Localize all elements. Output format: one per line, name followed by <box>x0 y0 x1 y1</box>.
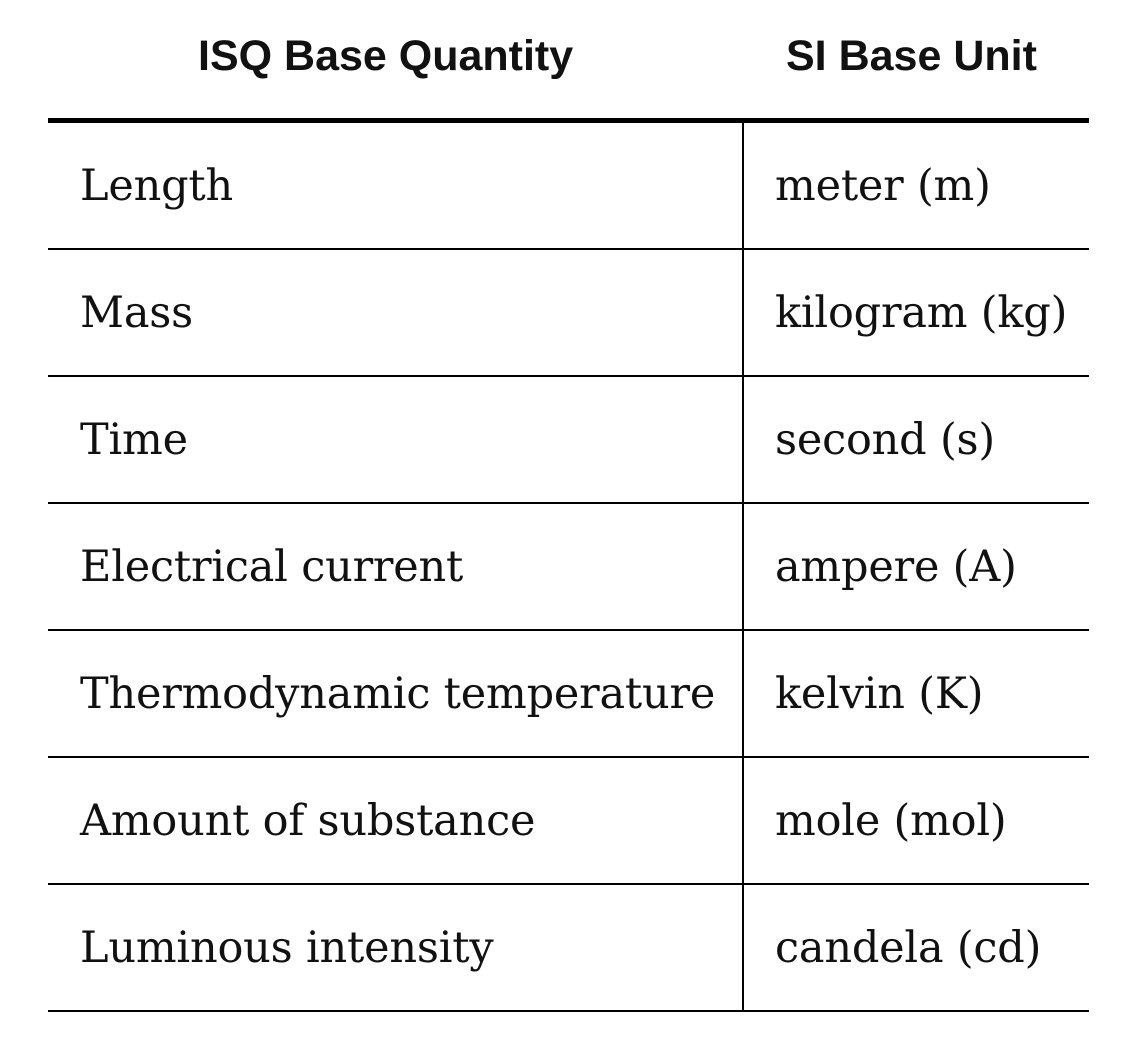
table-row: Length meter (m) <box>48 123 1089 250</box>
table-body: Length meter (m) Mass kilogram (kg) Time… <box>48 123 1089 1012</box>
table-row: Mass kilogram (kg) <box>48 250 1089 377</box>
table-row: Luminous intensity candela (cd) <box>48 885 1089 1012</box>
unit-cell: mole (mol) <box>775 795 1007 846</box>
quantity-cell: Amount of substance <box>80 795 536 846</box>
quantity-cell: Mass <box>80 287 193 338</box>
unit-cell: kelvin (K) <box>775 668 984 719</box>
table-row: Electrical current ampere (A) <box>48 504 1089 631</box>
unit-cell: meter (m) <box>775 160 991 211</box>
unit-cell: kilogram (kg) <box>775 287 1068 338</box>
quantity-cell: Thermodynamic temperature <box>80 668 716 719</box>
quantity-cell: Length <box>80 160 233 211</box>
quantity-cell: Electrical current <box>80 541 464 592</box>
si-base-units-table: ISQ Base Quantity SI Base Unit Length me… <box>48 0 1089 1012</box>
unit-cell: ampere (A) <box>775 541 1017 592</box>
column-divider <box>742 123 744 1012</box>
table-header-row: ISQ Base Quantity SI Base Unit <box>48 0 1089 123</box>
unit-cell: candela (cd) <box>775 922 1042 973</box>
table-row: Time second (s) <box>48 377 1089 504</box>
column-header-quantity: ISQ Base Quantity <box>198 32 574 80</box>
table-row: Amount of substance mole (mol) <box>48 758 1089 885</box>
quantity-cell: Luminous intensity <box>80 922 494 973</box>
column-header-unit: SI Base Unit <box>786 32 1037 80</box>
quantity-cell: Time <box>80 414 188 465</box>
table-row: Thermodynamic temperature kelvin (K) <box>48 631 1089 758</box>
unit-cell: second (s) <box>775 414 995 465</box>
